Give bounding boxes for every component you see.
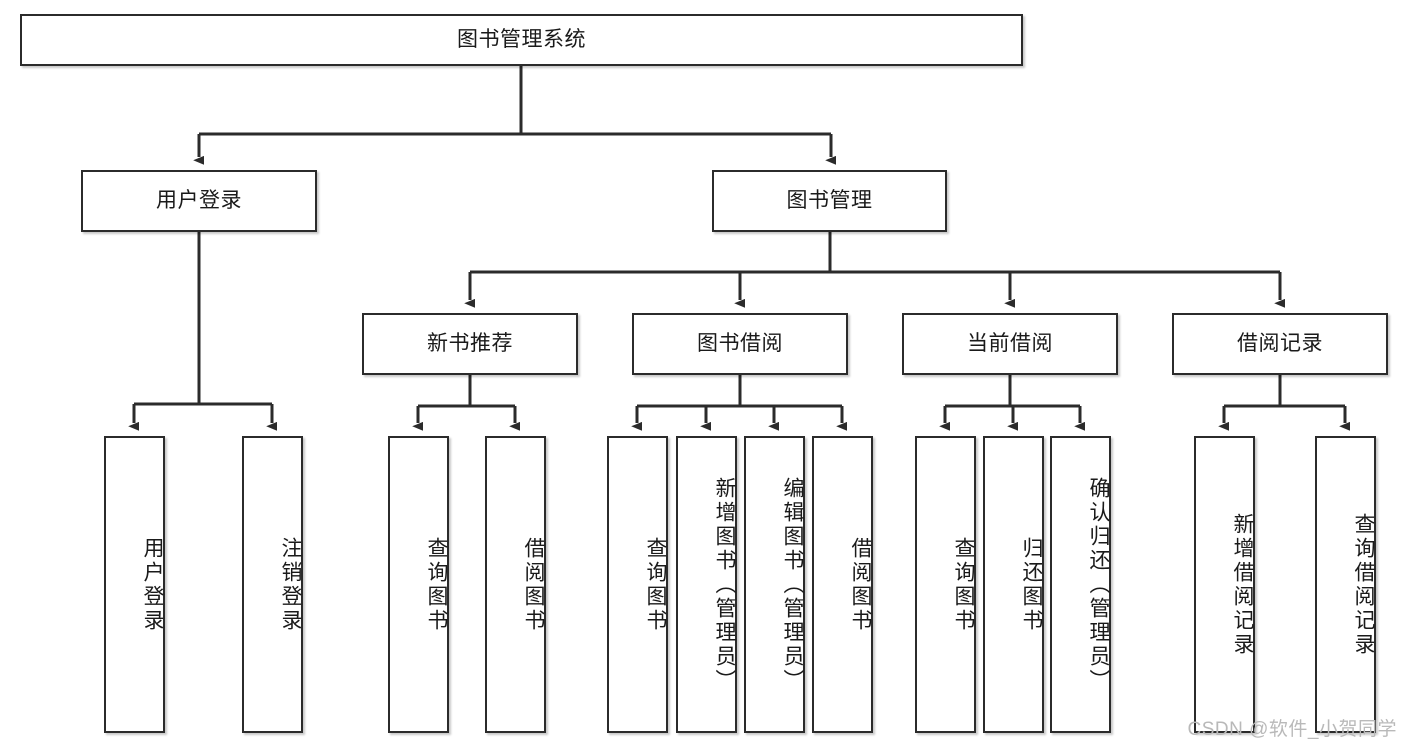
node-leaf-query-book-current-label: 查询图书 <box>952 536 975 633</box>
node-leaf-confirm-return[interactable]: 确认归还（管理员） <box>1050 436 1111 733</box>
node-leaf-return-book-label: 归还图书 <box>1020 536 1043 633</box>
node-leaf-borrow-book-label: 借阅图书 <box>849 536 872 633</box>
node-leaf-logout[interactable]: 注销登录 <box>242 436 303 733</box>
node-book-borrow[interactable]: 图书借阅 <box>632 313 848 375</box>
node-leaf-query-book-borrow[interactable]: 查询图书 <box>607 436 668 733</box>
node-leaf-add-borrow-record-label: 新增借阅记录 <box>1231 512 1254 657</box>
node-borrow-records-label: 借阅记录 <box>1237 331 1323 355</box>
node-leaf-query-book-borrow-label: 查询图书 <box>644 536 667 633</box>
node-leaf-query-book-new-label: 查询图书 <box>425 536 448 633</box>
node-leaf-confirm-return-label: 确认归还（管理员） <box>1087 476 1110 693</box>
node-leaf-add-book-label: 新增图书（管理员） <box>713 476 736 693</box>
node-leaf-edit-book[interactable]: 编辑图书（管理员） <box>744 436 805 733</box>
node-root-label: 图书管理系统 <box>457 27 586 51</box>
node-current-borrow-label: 当前借阅 <box>967 331 1053 355</box>
node-leaf-logout-label: 注销登录 <box>279 536 302 633</box>
node-leaf-borrow-book-new[interactable]: 借阅图书 <box>485 436 546 733</box>
node-current-borrow[interactable]: 当前借阅 <box>902 313 1118 375</box>
node-leaf-borrow-book-new-label: 借阅图书 <box>522 536 545 633</box>
node-book-management-label: 图书管理 <box>786 188 873 212</box>
node-leaf-add-borrow-record[interactable]: 新增借阅记录 <box>1194 436 1255 733</box>
node-leaf-edit-book-label: 编辑图书（管理员） <box>781 476 804 693</box>
node-leaf-query-borrow-record-label: 查询借阅记录 <box>1352 512 1375 657</box>
node-book-borrow-label: 图书借阅 <box>697 331 783 355</box>
node-root[interactable]: 图书管理系统 <box>20 14 1023 66</box>
node-new-book-recommend-label: 新书推荐 <box>427 331 513 355</box>
node-leaf-user-login-label: 用户登录 <box>141 536 164 633</box>
node-book-management[interactable]: 图书管理 <box>712 170 947 232</box>
node-borrow-records[interactable]: 借阅记录 <box>1172 313 1388 375</box>
node-user-login[interactable]: 用户登录 <box>81 170 317 232</box>
node-new-book-recommend[interactable]: 新书推荐 <box>362 313 578 375</box>
node-leaf-query-borrow-record[interactable]: 查询借阅记录 <box>1315 436 1376 733</box>
node-leaf-return-book[interactable]: 归还图书 <box>983 436 1044 733</box>
node-leaf-query-book-current[interactable]: 查询图书 <box>915 436 976 733</box>
node-leaf-query-book-new[interactable]: 查询图书 <box>388 436 449 733</box>
node-leaf-borrow-book[interactable]: 借阅图书 <box>812 436 873 733</box>
node-user-login-label: 用户登录 <box>156 188 242 212</box>
node-leaf-add-book[interactable]: 新增图书（管理员） <box>676 436 737 733</box>
node-leaf-user-login[interactable]: 用户登录 <box>104 436 165 733</box>
